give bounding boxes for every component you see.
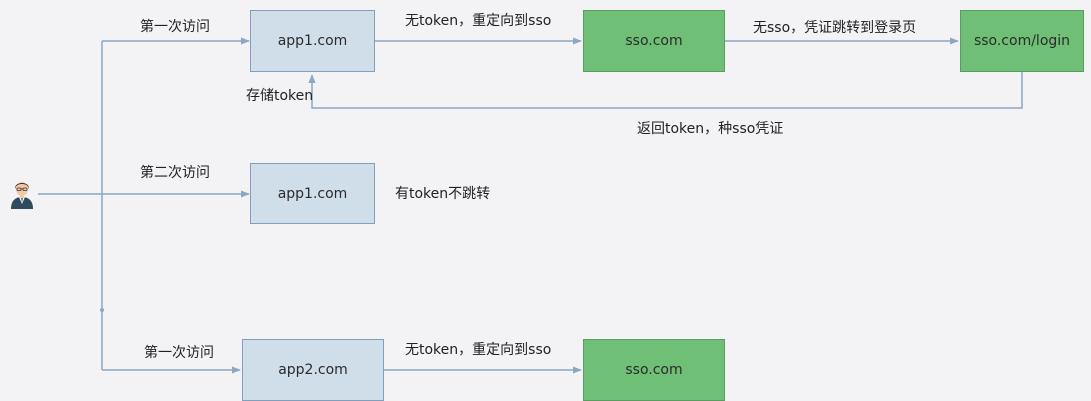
label-store-token: 存储token [246, 88, 314, 104]
app1-top-box: app1.com [250, 10, 375, 72]
label-no-token-redirect-top: 无token，重定向到sso [405, 13, 552, 29]
label-second-visit: 第二次访问 [140, 165, 210, 181]
trunk-junction-dot [100, 308, 104, 312]
app2-box: app2.com [242, 339, 384, 401]
sso-login-box: sso.com/login [960, 10, 1084, 72]
arrow-login-back-to-app1 [308, 72, 1023, 109]
label-has-token-no-redirect: 有token不跳转 [395, 186, 491, 202]
label-no-token-redirect-bottom: 无token，重定向到sso [405, 342, 552, 358]
label-return-token: 返回token，种sso凭证 [637, 121, 784, 137]
label-first-visit-bottom: 第一次访问 [144, 345, 214, 361]
sso-bottom-box: sso.com [583, 339, 725, 401]
user-avatar-icon [11, 182, 33, 209]
label-no-sso-redirect-login: 无sso，凭证跳转到登录页 [753, 20, 917, 36]
label-first-visit-top: 第一次访问 [140, 19, 210, 35]
sso-top-box: sso.com [583, 10, 725, 72]
app1-mid-box: app1.com [250, 163, 375, 224]
